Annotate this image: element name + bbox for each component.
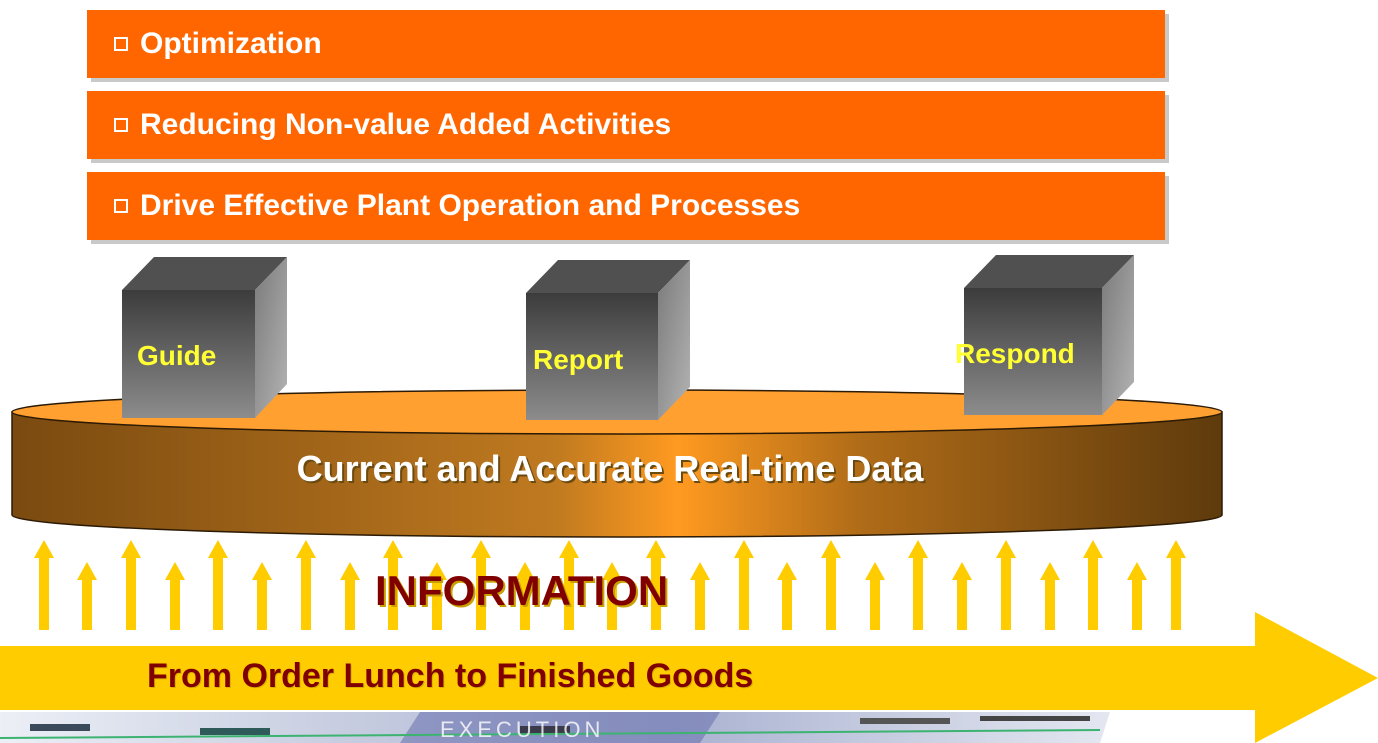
information-arrow xyxy=(296,540,316,630)
information-arrow xyxy=(690,562,710,630)
bullet-bar-reducing-activities: Reducing Non-value Added Activities xyxy=(87,91,1165,159)
cube-guide xyxy=(122,257,287,418)
cube-label-respond: Respond xyxy=(955,338,1075,369)
bullet-label: Reducing Non-value Added Activities xyxy=(140,108,672,141)
execution-banner-text: EXECUTION xyxy=(440,717,604,742)
information-arrow xyxy=(996,540,1016,630)
information-arrow xyxy=(252,562,272,630)
information-arrow xyxy=(471,540,491,630)
cube-report xyxy=(526,260,690,420)
information-arrows xyxy=(34,540,1186,630)
information-arrow xyxy=(383,540,403,630)
information-arrow xyxy=(77,562,97,630)
bullet-label: Optimization xyxy=(140,27,322,60)
realtime-data-store xyxy=(11,389,1223,538)
information-arrow xyxy=(1083,540,1103,630)
information-arrow xyxy=(340,562,360,630)
information-arrow xyxy=(602,562,622,630)
information-arrow xyxy=(34,540,54,630)
information-arrow xyxy=(777,562,797,630)
information-arrow xyxy=(559,540,579,630)
information-arrow xyxy=(121,540,141,630)
execution-background-illustration: EXECUTION xyxy=(0,712,1110,743)
database-label: Current and Accurate Real-time Data xyxy=(296,448,924,489)
information-arrow xyxy=(427,562,447,630)
flow-label: From Order Lunch to Finished Goods xyxy=(147,657,754,695)
information-arrow xyxy=(646,540,666,630)
flow-arrow xyxy=(0,612,1378,743)
bullet-bar-optimization: Optimization xyxy=(87,10,1165,78)
information-arrow xyxy=(821,540,841,630)
cube-label-report: Report xyxy=(533,344,624,375)
bullet-bar-plant-operation: Drive Effective Plant Operation and Proc… xyxy=(87,172,1165,240)
information-arrow xyxy=(165,562,185,630)
checkbox-square-icon xyxy=(114,199,128,213)
information-arrow xyxy=(208,540,228,630)
bullet-label: Drive Effective Plant Operation and Proc… xyxy=(140,189,801,222)
cube-respond xyxy=(964,255,1134,415)
information-arrow xyxy=(515,562,535,630)
information-arrow xyxy=(1040,562,1060,630)
information-arrow xyxy=(908,540,928,630)
information-arrow xyxy=(734,540,754,630)
checkbox-square-icon xyxy=(114,37,128,51)
cube-label-guide: Guide xyxy=(137,340,217,371)
information-arrow xyxy=(1166,540,1186,630)
information-label: INFORMATION xyxy=(375,567,669,614)
checkbox-square-icon xyxy=(114,118,128,132)
information-arrow xyxy=(865,562,885,630)
information-arrow xyxy=(1127,562,1147,630)
information-arrow xyxy=(952,562,972,630)
